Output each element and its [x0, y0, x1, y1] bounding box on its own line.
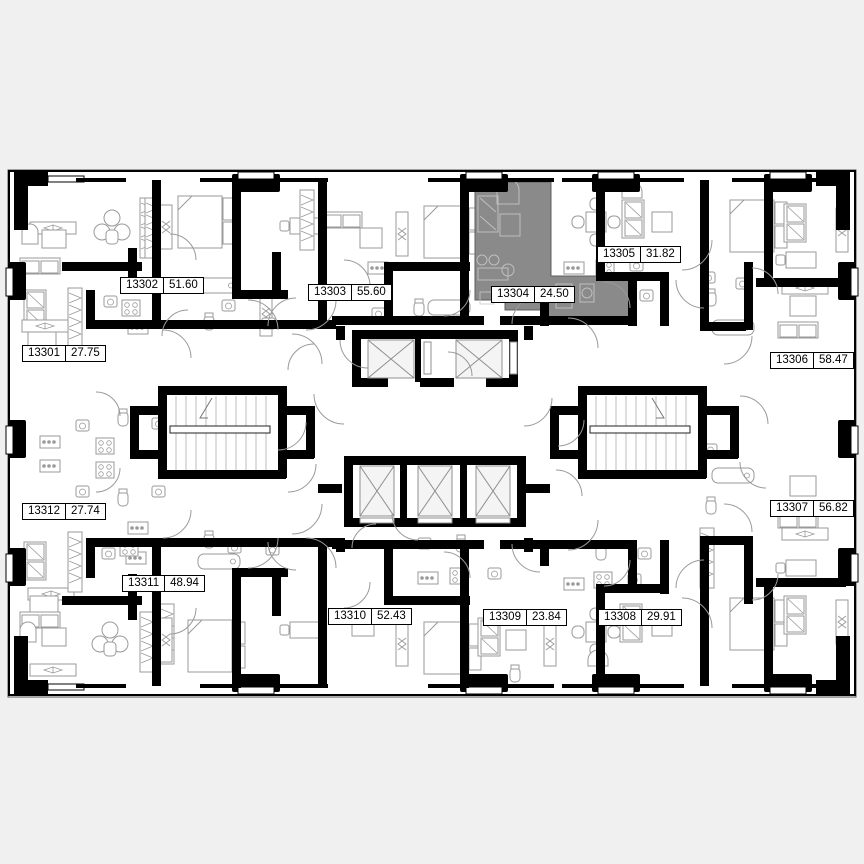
unit-label-13301[interactable]: 13301 27.75 — [22, 345, 106, 362]
wall-layer — [5, 170, 859, 696]
unit-id: 13304 — [492, 287, 535, 302]
unit-id: 13310 — [329, 609, 372, 624]
unit-area: 31.82 — [645, 247, 675, 260]
unit-area: 27.74 — [70, 504, 100, 517]
unit-area: 51.60 — [168, 278, 198, 291]
unit-id: 13306 — [771, 353, 814, 368]
unit-label-13312[interactable]: 13312 27.74 — [22, 503, 106, 520]
unit-id: 13302 — [121, 278, 164, 293]
unit-id: 13308 — [599, 610, 642, 625]
facade-columns-right — [838, 262, 859, 586]
unit-label-13309[interactable]: 13309 23.84 — [483, 609, 567, 626]
core-detail — [169, 339, 691, 524]
unit-id: 13309 — [484, 610, 527, 625]
unit-area: 48.94 — [170, 576, 199, 589]
unit-id: 13311 — [123, 576, 166, 591]
facade-columns-top — [14, 171, 850, 230]
unit-area: 27.75 — [70, 346, 100, 359]
facade-columns-left — [5, 262, 26, 586]
unit-area: 55.60 — [356, 285, 386, 298]
unit-area: 56.82 — [818, 501, 848, 514]
unit-label-13311[interactable]: 13311 48.94 — [122, 575, 205, 592]
unit-area: 58.47 — [818, 353, 848, 366]
unit-label-13305[interactable]: 13305 31.82 — [597, 246, 681, 263]
unit-id: 13301 — [23, 346, 66, 361]
unit-area: 52.43 — [376, 609, 406, 622]
unit-label-13303[interactable]: 13303 55.60 — [308, 284, 392, 301]
unit-label-13308[interactable]: 13308 29.91 — [598, 609, 682, 626]
unit-label-13310[interactable]: 13310 52.43 — [328, 608, 412, 625]
furniture-layer — [19, 181, 849, 683]
unit-label-13302[interactable]: 13302 51.60 — [120, 277, 204, 294]
unit-id: 13312 — [23, 504, 66, 519]
unit-id: 13303 — [309, 285, 352, 300]
unit-label-13307[interactable]: 13307 56.82 — [770, 500, 854, 517]
unit-id: 13305 — [598, 247, 641, 262]
unit-label-13304[interactable]: 13304 24.50 — [491, 286, 575, 303]
unit-area: 23.84 — [531, 610, 561, 623]
unit-id: 13307 — [771, 501, 814, 516]
unit-label-13306[interactable]: 13306 58.47 — [770, 352, 854, 369]
unit-area: 29.91 — [646, 610, 676, 623]
unit-area: 24.50 — [539, 287, 569, 300]
